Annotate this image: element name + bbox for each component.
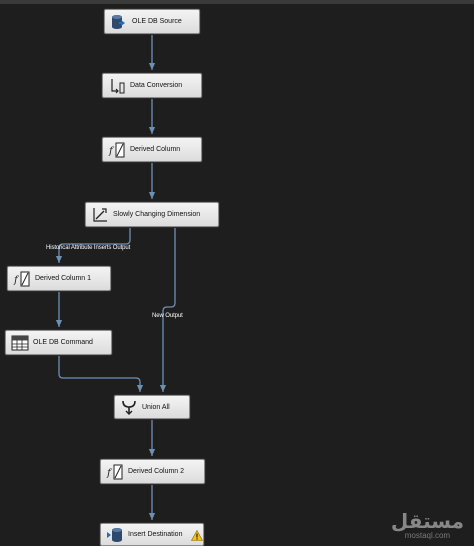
- watermark-logo: مستقل mostaql.com: [391, 511, 464, 540]
- path-command-to-union: [58, 355, 144, 392]
- svg-text:f: f: [108, 146, 115, 157]
- path-scd-new-output: [159, 227, 176, 392]
- component-label: Data Conversion: [130, 82, 183, 89]
- path-scd-historical: [55, 227, 131, 263]
- component-label: Insert Destination: [128, 531, 183, 538]
- top-toolbar-strip: [0, 0, 474, 4]
- component-label: Slowly Changing Dimension: [113, 211, 201, 218]
- derived-column-icon: f: [108, 142, 125, 157]
- svg-text:f: f: [106, 468, 113, 479]
- derived-column-icon: f: [106, 464, 123, 479]
- component-label: OLE DB Source: [132, 18, 182, 25]
- slowly-changing-dimension-component[interactable]: Slowly Changing Dimension: [85, 202, 219, 227]
- watermark-arabic: مستقل: [390, 509, 464, 533]
- component-label: Derived Column 2: [128, 468, 185, 475]
- component-label: Union All: [142, 403, 170, 411]
- ole-db-command-component[interactable]: OLE DB Command: [5, 330, 112, 355]
- derived-column-1-component[interactable]: f Derived Column 1: [7, 266, 111, 291]
- database-destination-icon: [107, 527, 122, 542]
- ole-db-source-component[interactable]: OLE DB Source: [104, 9, 200, 34]
- database-source-icon: [112, 14, 125, 29]
- ole-db-command-icon: [11, 335, 29, 350]
- component-label: Derived Column: [130, 146, 181, 153]
- component-label: OLE DB Command: [33, 339, 93, 346]
- path-label-historical: Historical Attribute Inserts Output: [46, 245, 131, 251]
- union-all-component[interactable]: Union All: [114, 395, 190, 419]
- watermark-latin: mostaql.com: [404, 531, 451, 540]
- svg-text:f: f: [13, 275, 20, 286]
- derived-column-2-component[interactable]: f Derived Column 2: [100, 459, 205, 484]
- component-label: Derived Column 1: [35, 275, 92, 282]
- slowly-changing-dimension-icon: [93, 207, 107, 222]
- path-label-new-output: New Output: [152, 313, 183, 319]
- data-conversion-component[interactable]: Data Conversion: [102, 73, 202, 98]
- derived-column-component[interactable]: f Derived Column: [102, 137, 202, 162]
- derived-column-icon: f: [13, 271, 30, 286]
- union-all-icon: [122, 400, 136, 415]
- warning-icon[interactable]: [191, 530, 203, 541]
- data-conversion-icon: [111, 78, 125, 93]
- insert-destination-component[interactable]: Insert Destination: [100, 523, 204, 546]
